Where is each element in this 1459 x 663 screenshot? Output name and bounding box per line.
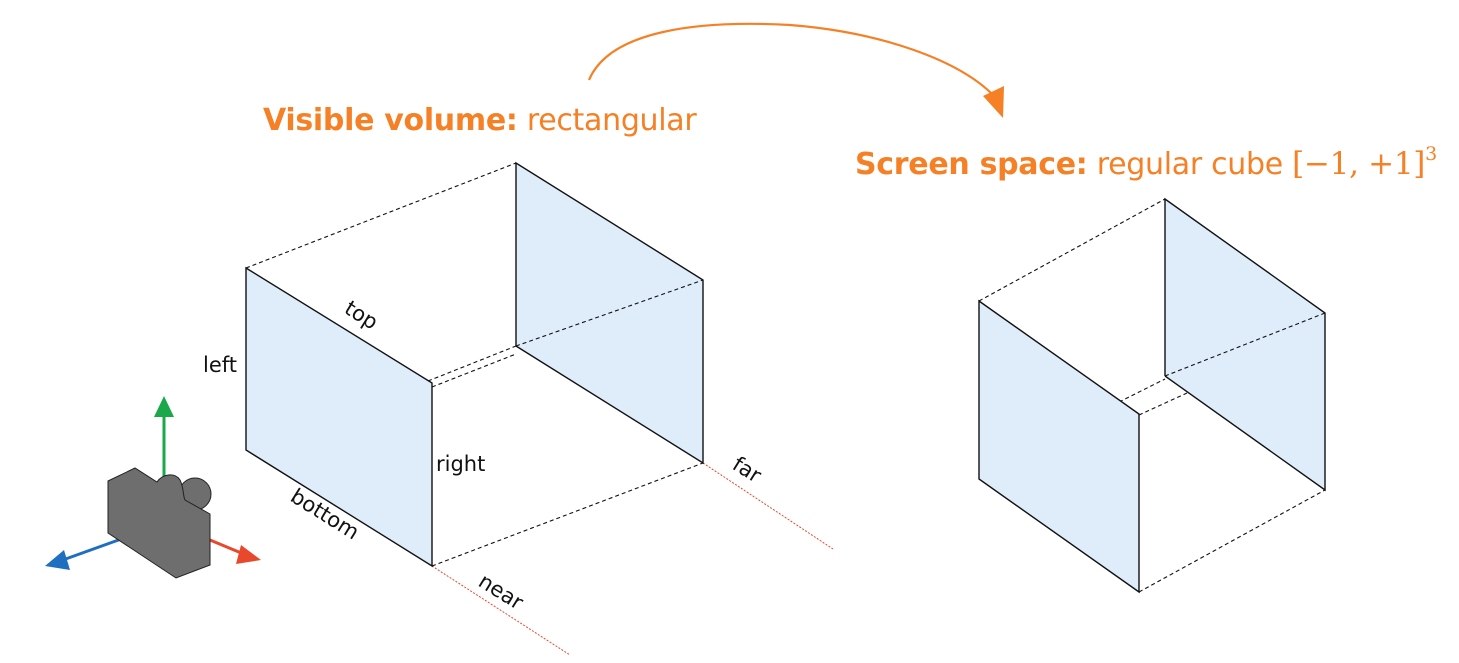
math-interval: [−1, +1] xyxy=(1292,146,1426,182)
visible-volume-heading-bold: Visible volume: xyxy=(263,103,518,138)
visible-volume-diagram: left right top bottom near far xyxy=(203,161,834,656)
screen-space-math: [−1, +1]3 xyxy=(1292,143,1437,182)
cube-left-panel xyxy=(978,299,1140,594)
screen-space-diagram xyxy=(978,197,1326,594)
label-near: near xyxy=(474,569,528,615)
label-far: far xyxy=(728,452,766,488)
screen-space-heading-bold: Screen space: xyxy=(855,147,1088,182)
math-exponent: 3 xyxy=(1425,143,1437,165)
dashed-edge xyxy=(427,345,517,382)
cube-right-panel-outline xyxy=(1164,197,1326,492)
curved-arrow-icon xyxy=(587,22,1004,118)
axis-forward-arrow xyxy=(59,536,125,563)
axis-right-arrowhead xyxy=(236,545,261,564)
near-plane xyxy=(245,266,433,568)
visible-volume-heading-rest: rectangular xyxy=(526,103,697,138)
label-left: left xyxy=(203,353,237,377)
dashed-edge xyxy=(515,279,704,347)
label-right: right xyxy=(436,452,485,476)
screen-space-heading-rest: regular cube xyxy=(1096,147,1283,182)
axis-forward-arrowhead xyxy=(45,550,70,570)
near-ray xyxy=(431,565,571,656)
camera-icon xyxy=(45,396,261,579)
dashed-edge xyxy=(431,462,704,567)
axis-up-arrowhead xyxy=(154,396,174,417)
dashed-edge xyxy=(1138,392,1188,416)
far-ray xyxy=(702,462,834,550)
visible-volume-heading: Visible volume: rectangular xyxy=(263,103,697,138)
dashed-edge xyxy=(1164,312,1326,377)
dashed-edge xyxy=(978,198,1166,302)
label-top: top xyxy=(340,296,382,335)
dashed-edge xyxy=(431,353,517,388)
dashed-edge xyxy=(1118,378,1166,403)
far-plane-outline xyxy=(515,161,704,465)
screen-space-heading: Screen space: regular cube [−1, +1]3 xyxy=(855,143,1437,182)
dashed-edge xyxy=(1138,489,1326,593)
camera-body xyxy=(107,467,211,579)
dashed-edge xyxy=(245,162,517,269)
